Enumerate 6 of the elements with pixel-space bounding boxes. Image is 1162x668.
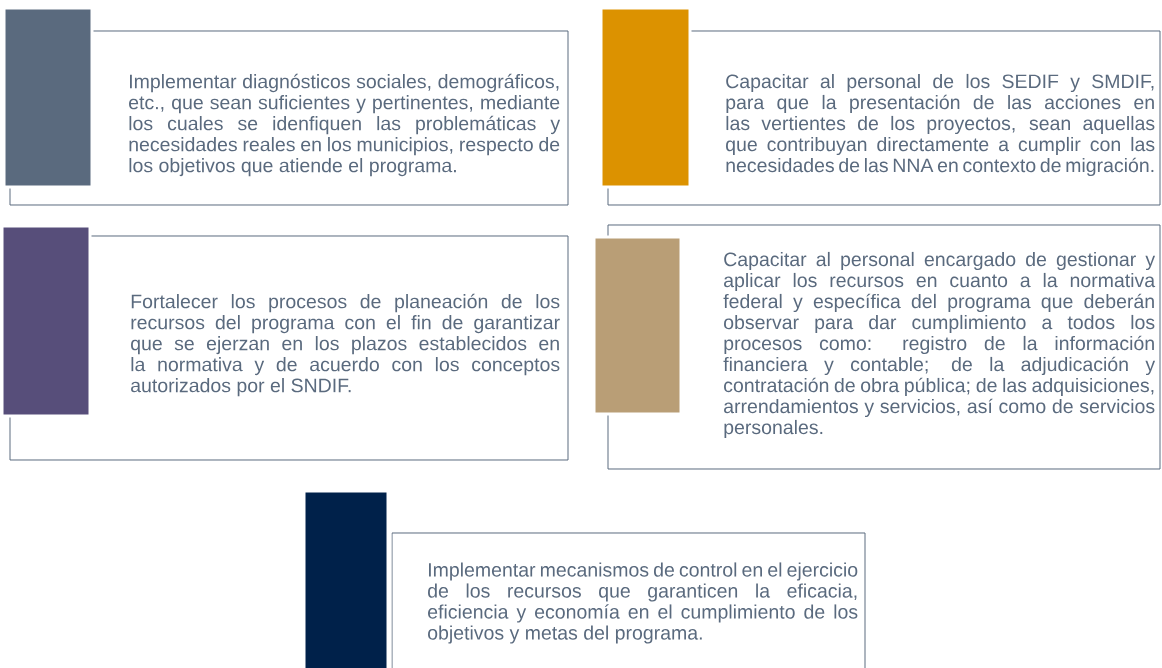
color-block xyxy=(592,235,683,416)
color-block xyxy=(599,6,692,189)
color-block xyxy=(2,6,94,189)
color-block xyxy=(0,224,92,418)
text-box: Implementar mecanismos de control en el ejercicio de los recursos que garanticen la eficacia, eficiencia y economía en el cumplimiento de los objetivos y metas del programa. xyxy=(391,532,866,668)
color-block xyxy=(302,489,390,668)
